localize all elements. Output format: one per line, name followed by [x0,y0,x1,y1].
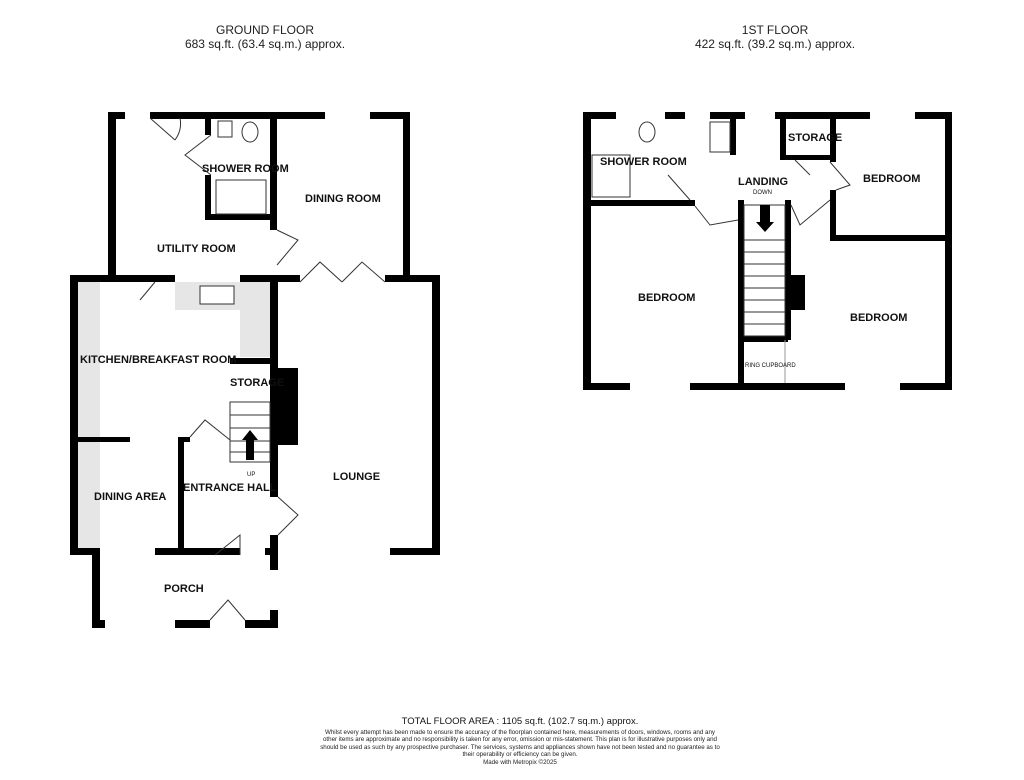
chimney-breast [785,275,805,310]
label-kitchen: KITCHEN/BREAKFAST ROOM [80,354,236,366]
ground-floor-area: 683 sq.ft. (63.4 sq.m.) approx. [184,37,346,51]
footer: TOTAL FLOOR AREA : 1105 sq.ft. (102.7 sq… [320,716,720,766]
sink-icon [199,285,235,305]
ground-floor-title: GROUND FLOOR [215,23,314,37]
label-lounge: LOUNGE [333,471,380,483]
first-floor-header: 1ST FLOOR 422 sq.ft. (39.2 sq.m.) approx… [650,23,900,51]
label-utility-room: UTILITY ROOM [157,243,236,255]
chimney-breast [278,368,298,445]
disclaimer: Whilst every attempt has been made to en… [320,729,720,759]
arrow-down-icon [756,205,774,232]
label-shower-room: SHOWER ROOM [202,163,289,175]
label-porch: PORCH [164,583,204,595]
first-floor-plan: SHOWER ROOM LANDING DOWN STORAGE BEDROOM… [583,112,952,390]
label-landing: LANDING [738,176,788,188]
toilet-icon [241,121,259,143]
first-floor-title: 1ST FLOOR [741,23,809,37]
basin-icon [217,120,233,138]
door-swings [667,159,851,226]
shower-tray-icon [215,179,267,215]
arrow-up-icon [242,430,258,460]
label-dining-area: DINING AREA [94,491,166,503]
label-bedroom-right: BEDROOM [863,173,920,185]
door-swings [139,117,386,621]
label-storage: STORAGE [230,377,284,389]
kitchen-worktop [240,282,270,357]
label-bedroom-lower: BEDROOM [850,312,907,324]
first-floor-area: 422 sq.ft. (39.2 sq.m.) approx. [694,37,856,51]
label-entrance-hall: ENTRANCE HALL [183,482,277,494]
ground-floor-header: GROUND FLOOR 683 sq.ft. (63.4 sq.m.) app… [140,23,390,51]
label-airing-cupboard: RING CUPBOARD [745,363,796,369]
toilet-icon [638,121,656,143]
label-bedroom-left: BEDROOM [638,292,695,304]
credit: Made with Metropix ©2025 [483,758,557,766]
label-dining-room: DINING ROOM [305,193,381,205]
label-storage-1st: STORAGE [788,132,842,144]
label-stairs-down: DOWN [753,190,772,196]
total-floor-area: TOTAL FLOOR AREA : 1105 sq.ft. (102.7 sq… [401,716,639,727]
basin-icon [709,121,731,153]
kitchen-worktop [78,282,100,548]
shower-tray-icon [591,154,631,198]
label-shower-room-1st: SHOWER ROOM [600,156,687,168]
label-stairs-up: UP [247,472,255,478]
ground-floor-plan: SHOWER ROOM DINING ROOM UTILITY ROOM KIT… [70,112,440,628]
